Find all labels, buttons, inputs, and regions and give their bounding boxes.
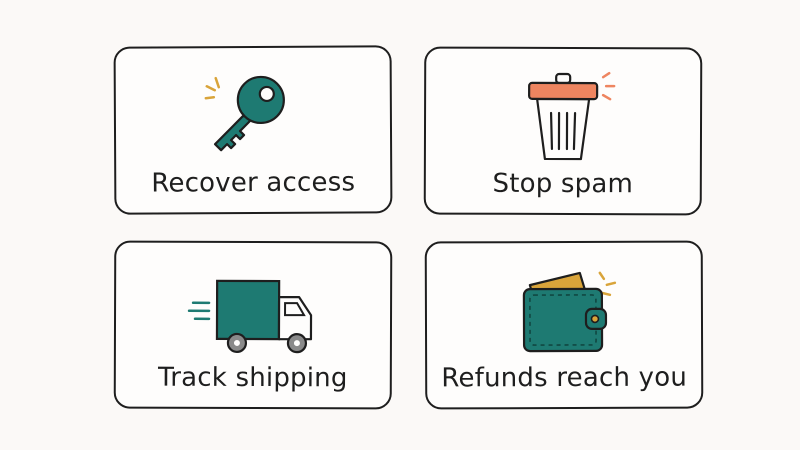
stop-spam-card[interactable]: Stop spam <box>423 46 703 216</box>
trash-can-illustration <box>426 57 700 168</box>
wallet-illustration <box>427 251 701 362</box>
wallet-icon <box>522 271 617 353</box>
card-label: Recover access <box>151 167 356 199</box>
card-label: Stop spam <box>492 168 634 200</box>
recover-access-card[interactable]: Recover access <box>113 45 393 215</box>
key-icon <box>204 75 285 152</box>
key-illustration <box>116 55 391 166</box>
delivery-truck-icon <box>187 279 313 354</box>
delivery-truck-illustration <box>116 251 390 362</box>
refunds-reach-you-card[interactable]: Refunds reach you <box>424 240 704 410</box>
card-label: Track shipping <box>157 362 348 394</box>
trash-can-icon <box>528 71 616 161</box>
card-label: Refunds reach you <box>441 362 688 394</box>
track-shipping-card[interactable]: Track shipping <box>113 240 393 410</box>
